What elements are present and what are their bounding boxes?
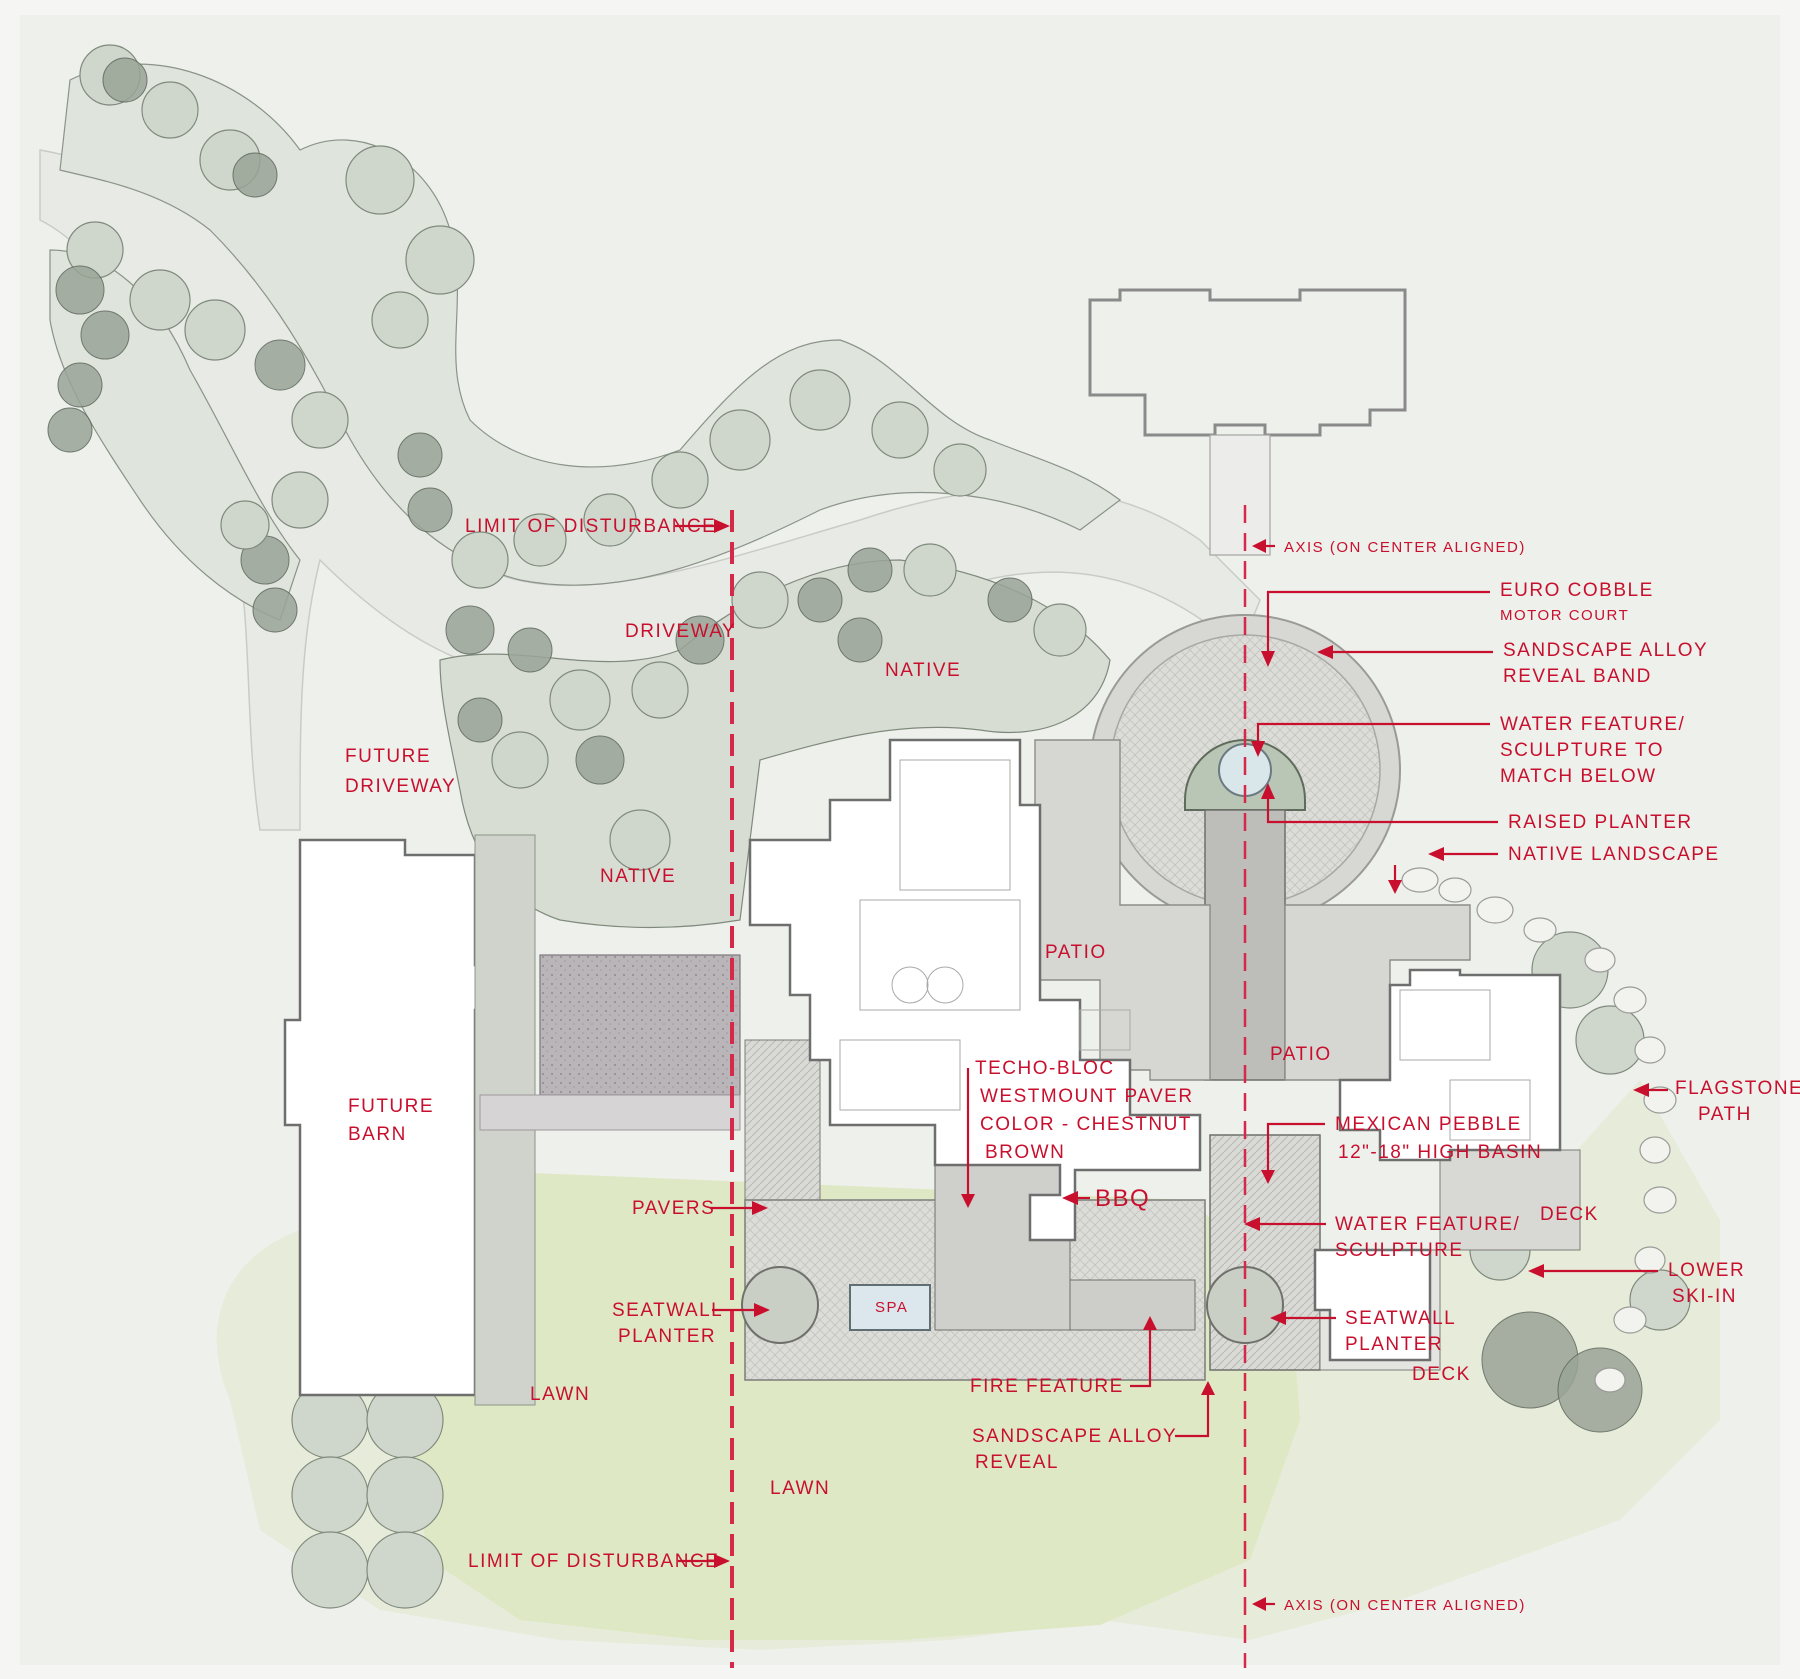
label-native-left: NATIVE xyxy=(600,866,676,887)
tree-cluster-north xyxy=(47,44,987,633)
label-future-driveway-1: FUTURE xyxy=(345,746,431,767)
label-bbq: BBQ xyxy=(1095,1185,1150,1212)
label-deck-2: DECK xyxy=(1412,1364,1471,1385)
label-axis-top: AXIS (ON CENTER ALIGNED) xyxy=(1284,539,1526,556)
label-lower-1: LOWER xyxy=(1668,1260,1745,1281)
gravel-court xyxy=(539,954,741,1096)
label-spa: SPA xyxy=(875,1299,908,1316)
label-techo-4: BROWN xyxy=(985,1142,1065,1163)
terrace-west xyxy=(744,1039,821,1206)
main-house xyxy=(748,738,1202,1242)
label-mexican-pebble-2: 12"-18" HIGH BASIN xyxy=(1338,1142,1542,1163)
label-limit-of-disturbance-top: LIMIT OF DISTURBANCE xyxy=(465,516,716,537)
label-sandscape-reveal-2: REVEAL xyxy=(975,1452,1059,1473)
label-sandscape-reveal-1: SANDSCAPE ALLOY xyxy=(972,1426,1177,1447)
label-mexican-pebble-1: MEXICAN PEBBLE xyxy=(1335,1114,1522,1135)
house-east-wing xyxy=(1338,968,1562,1162)
bbq-terrace xyxy=(934,1159,1071,1331)
label-deck-1: DECK xyxy=(1540,1204,1599,1225)
label-future-barn-2: BARN xyxy=(348,1124,407,1145)
label-lawn-left: LAWN xyxy=(530,1384,590,1405)
gravel-strip xyxy=(479,1094,741,1131)
spa xyxy=(849,1284,931,1331)
label-flagstone-2: PATH xyxy=(1698,1104,1752,1125)
label-sandscape-band-2: REVEAL BAND xyxy=(1503,666,1652,687)
label-seatwall-right-1: SEATWALL xyxy=(1345,1308,1456,1329)
label-water-feature-top-3: MATCH BELOW xyxy=(1500,766,1657,787)
north-patio xyxy=(1034,739,1211,1081)
label-future-barn-1: FUTURE xyxy=(348,1096,434,1117)
label-future-driveway-2: DRIVEWAY xyxy=(345,776,456,797)
label-lower-2: SKI-IN xyxy=(1672,1286,1737,1307)
label-techo-3: COLOR - CHESTNUT xyxy=(980,1114,1192,1135)
label-techo-1: TECHO-BLOC xyxy=(975,1058,1115,1079)
label-limit-of-disturbance-bottom: LIMIT OF DISTURBANCE xyxy=(468,1551,719,1572)
east-patio xyxy=(1284,904,1471,1081)
tree-grid-southwest xyxy=(291,1381,444,1609)
label-native-landscape: NATIVE LANDSCAPE xyxy=(1508,844,1720,865)
label-seatwall-right-2: PLANTER xyxy=(1345,1334,1443,1355)
tree-cluster-native xyxy=(445,543,1087,871)
label-water-feature-top-1: WATER FEATURE/ xyxy=(1500,714,1685,735)
label-euro-cobble-2: MOTOR COURT xyxy=(1500,607,1629,624)
outbuilding-north xyxy=(1088,288,1407,437)
label-patio-2: PATIO xyxy=(1270,1044,1332,1065)
label-pavers: PAVERS xyxy=(632,1198,715,1219)
label-native-top: NATIVE xyxy=(885,660,961,681)
fire-feature xyxy=(1069,1279,1196,1331)
tree-cluster-east xyxy=(1469,931,1691,1433)
label-water-feature-top-2: SCULPTURE TO xyxy=(1500,740,1664,761)
house-interior-lines xyxy=(839,759,1531,1141)
label-sandscape-band-1: SANDSCAPE ALLOY xyxy=(1503,640,1708,661)
label-flagstone-1: FLAGSTONE xyxy=(1675,1078,1800,1099)
label-water-feature-bottom-2: SCULPTURE xyxy=(1335,1240,1464,1261)
label-seatwall-left-1: SEATWALL xyxy=(612,1300,723,1321)
label-lawn-center: LAWN xyxy=(770,1478,830,1499)
label-fire-feature: FIRE FEATURE xyxy=(970,1376,1124,1397)
label-axis-bottom: AXIS (ON CENTER ALIGNED) xyxy=(1284,1597,1526,1614)
label-patio-1: PATIO xyxy=(1045,942,1107,963)
deck-east xyxy=(1439,1149,1581,1251)
future-barn xyxy=(283,838,507,1397)
label-water-feature-bottom-1: WATER FEATURE/ xyxy=(1335,1214,1520,1235)
flagstone-path xyxy=(1401,867,1677,1393)
label-driveway: DRIVEWAY xyxy=(625,621,736,642)
house-south-wing xyxy=(1313,1248,1432,1362)
label-raised-planter: RAISED PLANTER xyxy=(1508,812,1693,833)
label-euro-cobble-1: EURO COBBLE xyxy=(1500,580,1654,601)
seatwall-planter-left xyxy=(741,1266,819,1344)
label-seatwall-left-2: PLANTER xyxy=(618,1326,716,1347)
label-techo-2: WESTMOUNT PAVER xyxy=(980,1086,1194,1107)
outbuilding-path xyxy=(1209,434,1271,556)
